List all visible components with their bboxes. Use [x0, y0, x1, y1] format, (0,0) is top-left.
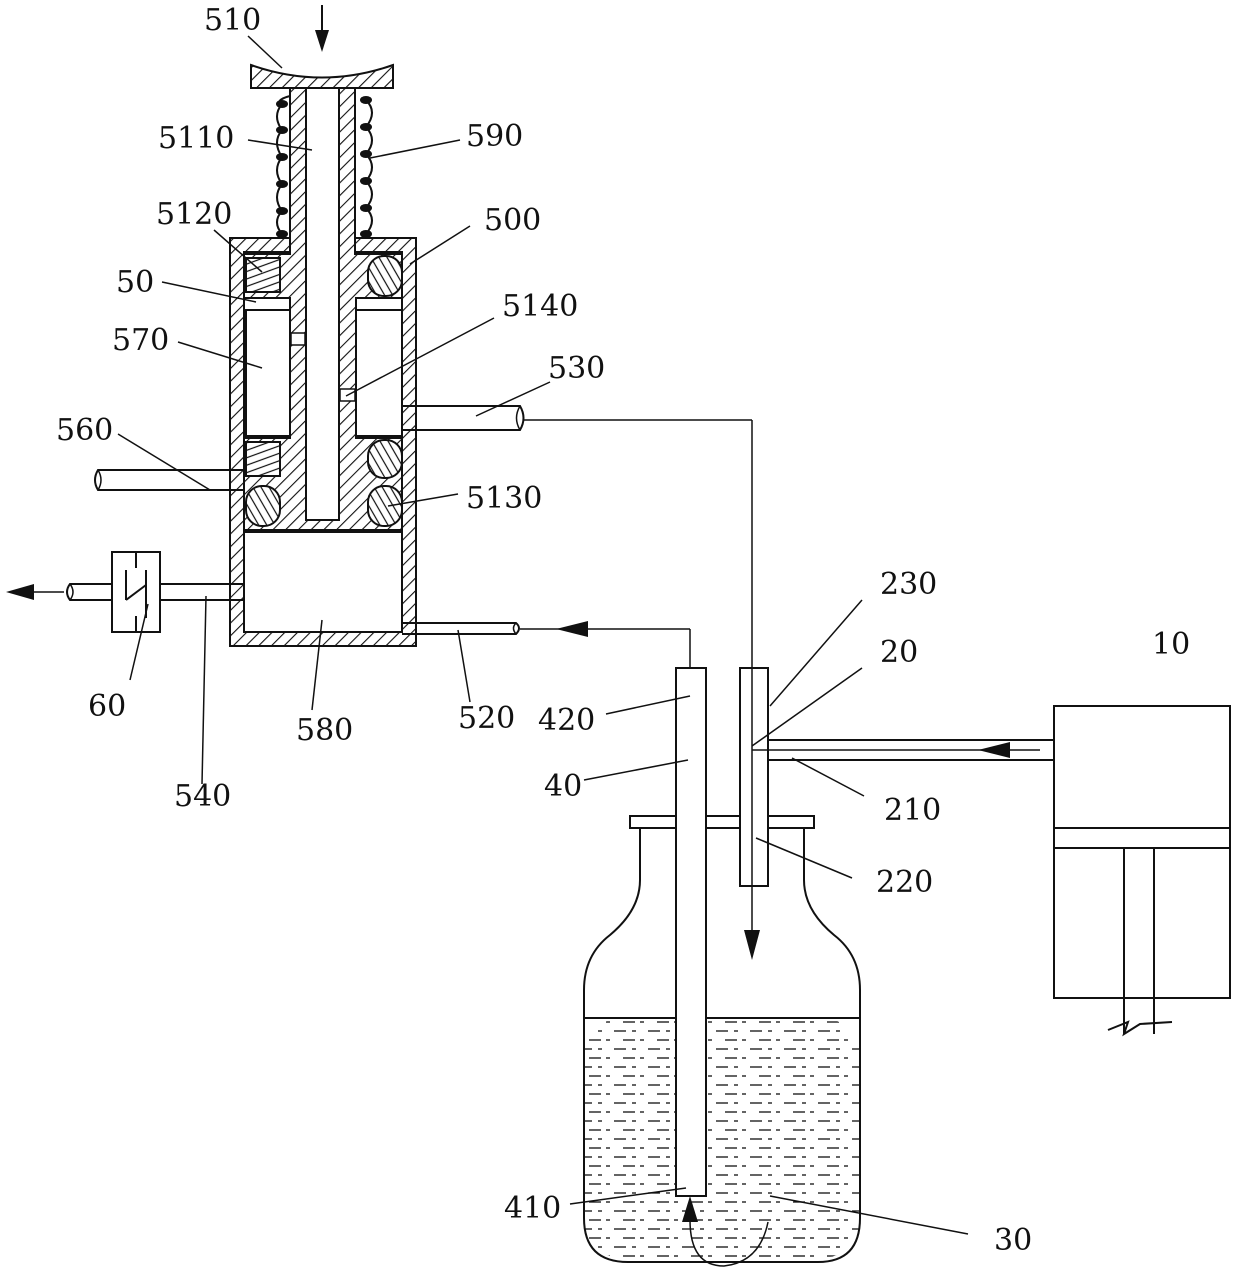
hole-5140-a	[291, 333, 305, 345]
label-220: 220	[876, 865, 933, 900]
label-5120: 5120	[156, 197, 232, 232]
label-30: 30	[994, 1223, 1032, 1258]
chamber-570-left	[246, 310, 290, 436]
chamber-570-right	[356, 310, 402, 436]
pipe-560	[95, 470, 244, 490]
label-580: 580	[296, 713, 353, 748]
label-5140: 5140	[502, 289, 578, 324]
label-570: 570	[112, 323, 169, 358]
press-arrow	[315, 5, 329, 52]
bottle-cap	[630, 816, 814, 828]
compressor-10	[1054, 706, 1230, 1034]
label-20: 20	[880, 635, 918, 670]
chamber-580	[244, 532, 402, 632]
pipe-520	[402, 621, 690, 668]
label-50: 50	[116, 265, 154, 300]
valve-60	[112, 552, 160, 632]
label-40: 40	[544, 769, 582, 804]
seal-upper-left	[246, 442, 280, 476]
label-500: 500	[484, 203, 541, 238]
seal-5120-right	[368, 256, 402, 296]
label-210: 210	[884, 793, 941, 828]
label-520: 520	[458, 701, 515, 736]
rod-bore	[306, 88, 339, 520]
label-560: 560	[56, 413, 113, 448]
bottle-30	[584, 816, 860, 1262]
label-60: 60	[88, 689, 126, 724]
tube-40	[676, 668, 706, 1196]
tube-20	[740, 668, 768, 960]
pipe-540	[6, 552, 244, 632]
label-530: 530	[548, 351, 605, 386]
label-5130: 5130	[466, 481, 542, 516]
seal-5130-left	[246, 486, 280, 526]
label-230: 230	[880, 567, 937, 602]
label-10: 10	[1152, 627, 1190, 662]
seal-5130-right	[368, 486, 402, 526]
label-540: 540	[174, 779, 231, 814]
label-510: 510	[204, 3, 261, 38]
label-5110: 5110	[158, 121, 234, 156]
seal-upper-right	[368, 440, 402, 478]
label-590: 590	[466, 119, 523, 154]
label-410: 410	[504, 1191, 561, 1226]
pipe-210	[752, 740, 1054, 760]
label-420: 420	[538, 703, 595, 738]
pump-assembly	[230, 65, 416, 646]
bottle-liquid	[584, 1018, 860, 1258]
